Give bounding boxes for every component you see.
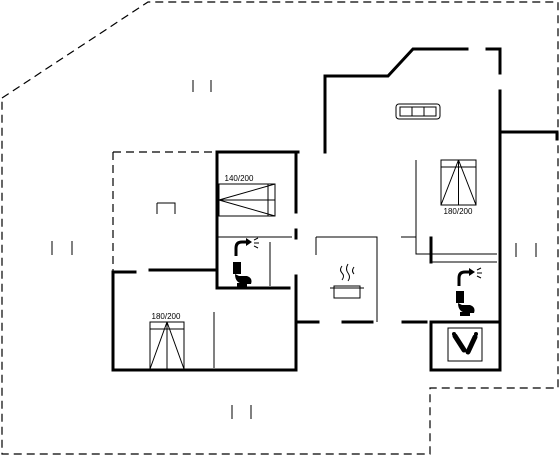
double-bed-icon bbox=[440, 159, 477, 206]
toilet-icon bbox=[233, 262, 252, 287]
washing-machine-icon bbox=[447, 327, 483, 362]
terrace-marker-icon bbox=[156, 202, 176, 214]
terrace-marker-icon bbox=[51, 80, 537, 419]
bed-size-label: 180/200 bbox=[152, 312, 181, 321]
shower-icon bbox=[457, 267, 482, 286]
exterior-walls bbox=[111, 47, 559, 372]
single-bed-icon bbox=[218, 183, 276, 217]
bed-size-label: 140/200 bbox=[225, 174, 254, 183]
interior-walls bbox=[213, 160, 497, 368]
shower-icon bbox=[234, 237, 259, 256]
sofa-icon bbox=[395, 103, 441, 120]
cooking-pot-icon bbox=[330, 263, 364, 299]
bed-size-label: 180/200 bbox=[444, 207, 473, 216]
double-bed-icon bbox=[149, 321, 185, 370]
toilet-icon bbox=[456, 291, 475, 316]
